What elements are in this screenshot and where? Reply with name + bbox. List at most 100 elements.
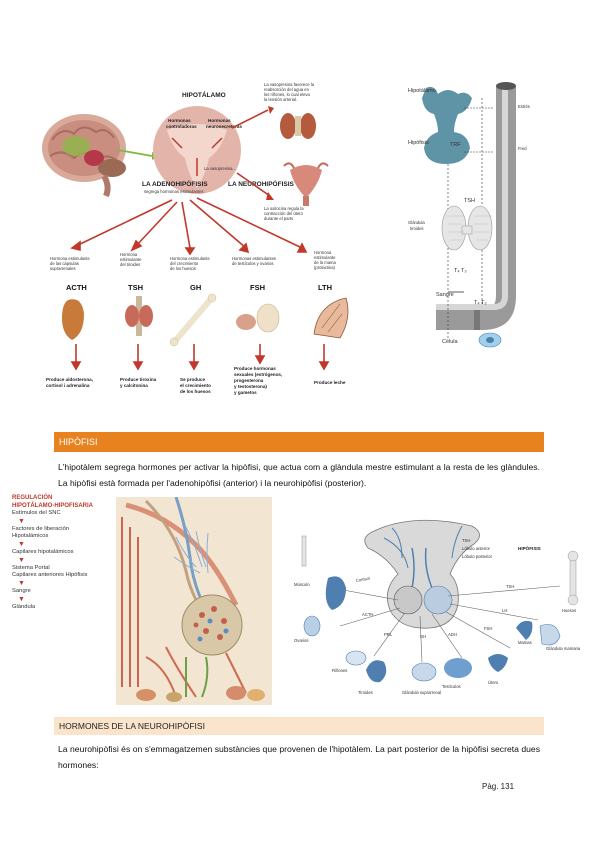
svg-text:Hormona estimulante: Hormona estimulante	[50, 256, 90, 261]
section-title-neurohipofisi: HORMONES DE LA NEUROHIPÒFISI	[54, 717, 544, 735]
svg-text:Se produce: Se produce	[180, 377, 205, 382]
svg-text:(prolactina): (prolactina)	[314, 265, 336, 270]
regulation-flowchart: REGULACIÓN HIPOTÁLAMO-HIPOFISARIA Estímu…	[12, 494, 112, 611]
hypophysis-shape	[422, 86, 472, 164]
hypothalamus-circle: HIPOTÁLAMO Hormonas controladoras Hormon…	[153, 90, 242, 194]
bone-illustration	[169, 293, 217, 347]
adenohipofisis-sub-label: segrega hormonas estimulantes	[144, 189, 204, 194]
fig4-label-suprarrenal: Glándula suprarrenal	[402, 690, 441, 695]
svg-text:de la mama: de la mama	[314, 260, 337, 265]
svg-text:suprarrenales: suprarrenales	[50, 266, 76, 271]
tiroides-label-2: tiroides	[410, 226, 424, 231]
hormonas-neurosecretoras-label-2: neurosecretoras	[206, 124, 242, 129]
effect-labels: Produce aldosterona, cortisol i adrenali…	[46, 366, 346, 395]
svg-text:estimulante: estimulante	[120, 257, 142, 262]
thyroid-illustration	[125, 296, 153, 336]
fig4-label-lobulo-anterior: Lóbulo anterior	[462, 546, 491, 551]
svg-text:de las cápsulas: de las cápsulas	[50, 261, 79, 266]
celula-label: Célula	[442, 339, 459, 345]
neurohipofisi-paragraph: La neurohipòfisi és on s'emmagatzemen su…	[58, 744, 540, 770]
hipofisi-paragraph: L'hipotàlem segrega hormones per activar…	[58, 462, 540, 488]
effect-arrows	[70, 344, 330, 371]
page-number: Pàg. 131	[482, 782, 515, 791]
hipofisis-label: Hipófisis	[408, 140, 429, 146]
code-fsh: FSH	[250, 283, 265, 292]
svg-text:del crecimiento: del crecimiento	[170, 261, 199, 266]
svg-text:TSH: TSH	[506, 584, 514, 589]
oxitocina-note-1: La oxitocina regula la	[264, 206, 304, 211]
flow-arrow-icon: ▼	[18, 541, 25, 548]
svg-text:Produce leche: Produce leche	[314, 380, 346, 385]
uterus-illustration	[283, 162, 329, 206]
thyroid-feedback-figure: Hipotálamo Hipófisis TRF Estrés Fred TSH…	[404, 78, 540, 364]
flow-arrow-icon: ▼	[18, 518, 25, 525]
svg-text:de los huesos: de los huesos	[180, 389, 211, 394]
section-title-hipofisi-text: HIPÒFISI	[59, 437, 98, 447]
hormonas-neurosecretoras-label: Hormonas	[208, 118, 231, 123]
flow-step: Capilares hipotalámicos	[12, 549, 74, 555]
target-organs	[301, 535, 579, 683]
svg-text:progesterona: progesterona	[234, 378, 264, 383]
flow-arrow-icon: ▼	[18, 580, 25, 587]
pituitary-gland	[364, 519, 480, 629]
t4t3-label-2: T₄ T₃	[474, 300, 487, 306]
flow-step: Estímulos del SNC	[12, 510, 61, 516]
svg-text:LH: LH	[502, 608, 507, 613]
svg-text:ACTH: ACTH	[362, 612, 373, 617]
frio-label: Fred	[518, 146, 527, 151]
trf-label: TRF	[450, 142, 461, 148]
flow-step: Sangre	[12, 588, 31, 594]
svg-text:Produce tiroxina: Produce tiroxina	[120, 377, 157, 382]
hipotalamo-label: HIPOTÁLAMO	[182, 90, 226, 99]
hypothalamus-hormones-figure: HIPOTÁLAMO Hormonas controladoras Hormon…	[32, 78, 358, 408]
estres-label: Estrés	[518, 104, 530, 109]
t4t3-label-1: T₄ T₃	[454, 268, 467, 274]
code-acth: ACTH	[66, 283, 87, 292]
fig4-label-mamas: Mamas	[518, 640, 532, 645]
svg-text:y calcitonina: y calcitonina	[120, 383, 148, 388]
fig4-label-utero: Útero	[488, 680, 499, 685]
svg-text:Produce hormonas: Produce hormonas	[234, 366, 276, 371]
vasopresina-top-2: reabsorción del agua en	[264, 87, 310, 92]
section-title-hipofisi: HIPÒFISI	[54, 432, 544, 452]
code-lth: LTH	[318, 283, 332, 292]
fig4-label-testiculos: Testículos	[442, 684, 461, 689]
vasopresina-mid-label: La vasopresina...	[204, 166, 236, 171]
svg-text:el crecimiento: el crecimiento	[180, 383, 211, 388]
svg-text:Cortisol: Cortisol	[355, 576, 370, 583]
svg-text:Hormona estimulante: Hormona estimulante	[170, 256, 210, 261]
fig4-label-ovarios: Ovarios	[294, 638, 308, 643]
mammary-illustration	[313, 297, 349, 339]
fig4-label-lobulo-posterior: Lóbulo posterior	[462, 554, 493, 559]
flow-step: Capilares anteriores Hipófisis	[12, 572, 88, 578]
svg-text:GH: GH	[420, 634, 426, 639]
fig4-label-huesos: Huesos	[562, 608, 576, 613]
neurohipofisis-label: LA NEUROHIPÓFISIS	[228, 179, 295, 188]
sangre-label: Sangre	[436, 292, 454, 298]
kidney-illustration	[280, 113, 316, 139]
thyroid-gland	[441, 205, 493, 251]
code-tsh: TSH	[128, 283, 143, 292]
code-gh: GH	[190, 283, 201, 292]
oxitocina-note-2: contracción del útero	[264, 211, 304, 216]
column-labels: Hormona estimulante de las cápsulas supr…	[50, 250, 337, 271]
vasopresina-top-4: la tensión arterial.	[264, 97, 297, 102]
svg-text:Hormonas estimulantes: Hormonas estimulantes	[232, 256, 276, 261]
brain-illustration	[42, 114, 126, 198]
tsh-label-2: TSH	[464, 198, 475, 204]
flow-step: Factores de liberación Hipotalámicos	[12, 526, 70, 539]
cell-illustration	[478, 332, 502, 348]
flow-arrow-icon: ▼	[18, 557, 25, 564]
svg-text:sexuales (estrógenos,: sexuales (estrógenos,	[234, 372, 282, 377]
flow-step: Sistema Portal	[12, 565, 50, 571]
svg-text:PRL: PRL	[384, 632, 393, 637]
gonads-illustration	[236, 303, 280, 333]
adenohipofisis-label: LA ADENOHIPÓFISIS	[142, 179, 208, 188]
svg-text:Hormona: Hormona	[120, 252, 138, 257]
svg-text:Hormona: Hormona	[314, 250, 332, 255]
fig4-hormone-labels: Cortisol ACTH PRL GH ADH FSH LH TSH	[355, 576, 514, 639]
svg-text:y testosterona): y testosterona)	[234, 384, 267, 389]
distribution-arrows	[70, 197, 308, 256]
vasopresina-top-1: La vasopresina favorece la	[264, 82, 315, 87]
svg-text:ADH: ADH	[448, 632, 457, 637]
